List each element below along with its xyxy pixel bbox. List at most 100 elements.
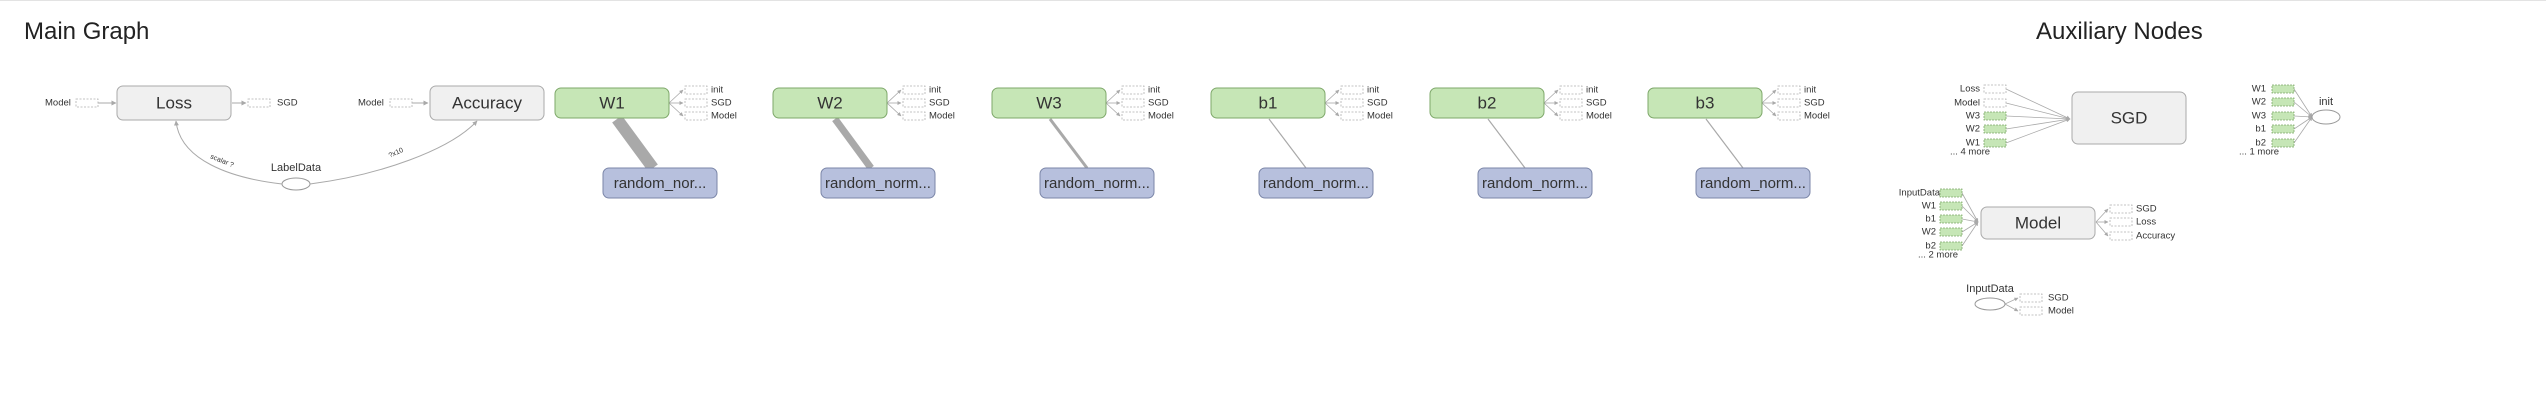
var-w3-out-stub-init[interactable] [1121,85,1145,95]
var-b1-random-normal-node[interactable]: random_norm... [1258,167,1374,199]
aux-model-input-stub-0[interactable] [1939,188,1963,198]
aux-sgd-input-stub-0[interactable] [1983,84,2007,94]
var-w3-out-stub-model[interactable] [1121,111,1145,121]
var-b3-out-stub-sgd[interactable] [1777,98,1801,108]
var-w1-random-normal-node[interactable]: random_nor... [602,167,718,199]
var-w2-random-normal-node-box[interactable] [820,167,936,199]
aux-model-out-stub-1[interactable] [2109,217,2133,227]
aux-input-data-out-stub-0[interactable] [2019,293,2043,303]
loss-input-label: Model [45,98,71,109]
var-w2-out-edge-model [886,102,902,117]
aux-init-input-label-4: b2 [2255,138,2266,149]
var-w3-out-label-model: Model [1148,111,1174,122]
aux-model-input-stub-1[interactable] [1939,201,1963,211]
var-w2-out-stub-init[interactable] [902,85,926,95]
aux-sgd-input-stub-1[interactable] [1983,98,2007,108]
var-b3-random-normal-node-box[interactable] [1695,167,1811,199]
var-w1-random-normal-node-box[interactable] [602,167,718,199]
aux-input-data-out-stub-1[interactable] [2019,306,2043,316]
aux-model-input-stub-2[interactable] [1939,214,1963,224]
var-b2-random-normal-node[interactable]: random_norm... [1477,167,1593,199]
var-b3-random-normal-node[interactable]: random_norm... [1695,167,1811,199]
var-w3-random-normal-node[interactable]: random_norm... [1039,167,1155,199]
var-w3-node[interactable]: W3 [991,87,1107,119]
var-b1-out-stub-model[interactable] [1340,111,1364,121]
aux-init-input-label-3: b1 [2255,124,2266,135]
aux-sgd-node-box[interactable] [2071,91,2187,145]
var-b1-out-stub-sgd[interactable] [1340,98,1364,108]
aux-init-input-stub-4[interactable] [2271,138,2295,148]
aux-input-data-node[interactable] [1974,297,2006,311]
aux-model-input-stub-3[interactable] [1939,227,1963,237]
var-b2-random-normal-node-box[interactable] [1477,167,1593,199]
var-w2-node[interactable]: W2 [772,87,888,119]
aux-sgd-node[interactable]: SGD [2071,91,2187,145]
loss-node-box[interactable] [116,85,232,121]
accuracy-input-stub[interactable] [389,98,413,108]
var-w2-out-edge-init [886,89,902,104]
var-w1-out-stub-init[interactable] [684,85,708,95]
aux-init-node[interactable] [2311,109,2341,125]
var-b3-node-box[interactable] [1647,87,1763,119]
aux-init-input-stub-2[interactable] [2271,111,2295,121]
var-w1-node-box[interactable] [554,87,670,119]
var-w3-out-stub-sgd[interactable] [1121,98,1145,108]
var-b3-node[interactable]: b3 [1647,87,1763,119]
aux-sgd-input-stub-4[interactable] [1983,138,2007,148]
var-w2-node-box[interactable] [772,87,888,119]
loss-node[interactable]: Loss [116,85,232,121]
var-b1-node-box[interactable] [1210,87,1326,119]
aux-sgd-input-stub-3[interactable] [1983,124,2007,134]
var-b2-node[interactable]: b2 [1429,87,1545,119]
aux-input-data-label: InputData [1966,283,2015,295]
var-b3-node-label: b3 [1696,93,1715,112]
var-w3-node-box[interactable] [991,87,1107,119]
var-w1-out-stub-sgd[interactable] [684,98,708,108]
var-b1-node-label: b1 [1259,93,1278,112]
aux-init-input-stub-3[interactable] [2271,124,2295,134]
loss-input-stub[interactable] [75,98,99,108]
var-b3-out-stub-init[interactable] [1777,85,1801,95]
var-b2-out-stub-model[interactable] [1559,111,1583,121]
var-w1-node[interactable]: W1 [554,87,670,119]
var-b3-random-normal-node-label: random_norm... [1700,175,1806,192]
var-w2-node-label: W2 [817,93,843,112]
aux-model-out-edge-2 [2095,221,2109,237]
var-b1-out-edge-model [1324,102,1340,117]
edge-labeldata-loss [173,120,283,185]
var-b2-out-stub-sgd[interactable] [1559,98,1583,108]
var-b1-edge-random-normal [1268,118,1307,169]
var-b1-random-normal-node-box[interactable] [1258,167,1374,199]
aux-init-label: init [2319,96,2333,108]
aux-sgd-input-edge-3 [2005,117,2071,130]
var-w3-random-normal-node-box[interactable] [1039,167,1155,199]
var-w1-out-label-model: Model [711,111,737,122]
aux-model-input-stub-4[interactable] [1939,241,1963,251]
var-b1-random-normal-node-label: random_norm... [1263,175,1369,192]
var-w2-random-normal-node[interactable]: random_norm... [820,167,936,199]
label-data-node[interactable] [281,177,311,191]
var-b1-node[interactable]: b1 [1210,87,1326,119]
var-b2-node-box[interactable] [1429,87,1545,119]
var-w2-out-stub-sgd[interactable] [902,98,926,108]
aux-model-out-stub-0[interactable] [2109,204,2133,214]
aux-sgd-input-stub-2[interactable] [1983,111,2007,121]
aux-model-node-box[interactable] [1980,206,2096,240]
accuracy-node-box[interactable] [429,85,545,121]
var-b3-out-stub-model[interactable] [1777,111,1801,121]
var-b2-out-edge-init [1543,89,1559,104]
loss-output-stub[interactable] [247,98,271,108]
aux-model-out-stub-2[interactable] [2109,231,2133,241]
var-b1-out-stub-init[interactable] [1340,85,1364,95]
aux-init-input-stub-0[interactable] [2271,84,2295,94]
aux-model-node[interactable]: Model [1980,206,2096,240]
var-w1-random-normal-node-label: random_nor... [614,175,707,192]
accuracy-node[interactable]: Accuracy [429,85,545,121]
aux-init-input-label-2: W3 [2252,111,2266,122]
var-b2-out-stub-init[interactable] [1559,85,1583,95]
var-b3-out-edge-model [1761,102,1777,117]
aux-init-input-stub-1[interactable] [2271,97,2295,107]
var-w1-out-stub-model[interactable] [684,111,708,121]
var-w2-out-stub-model[interactable] [902,111,926,121]
